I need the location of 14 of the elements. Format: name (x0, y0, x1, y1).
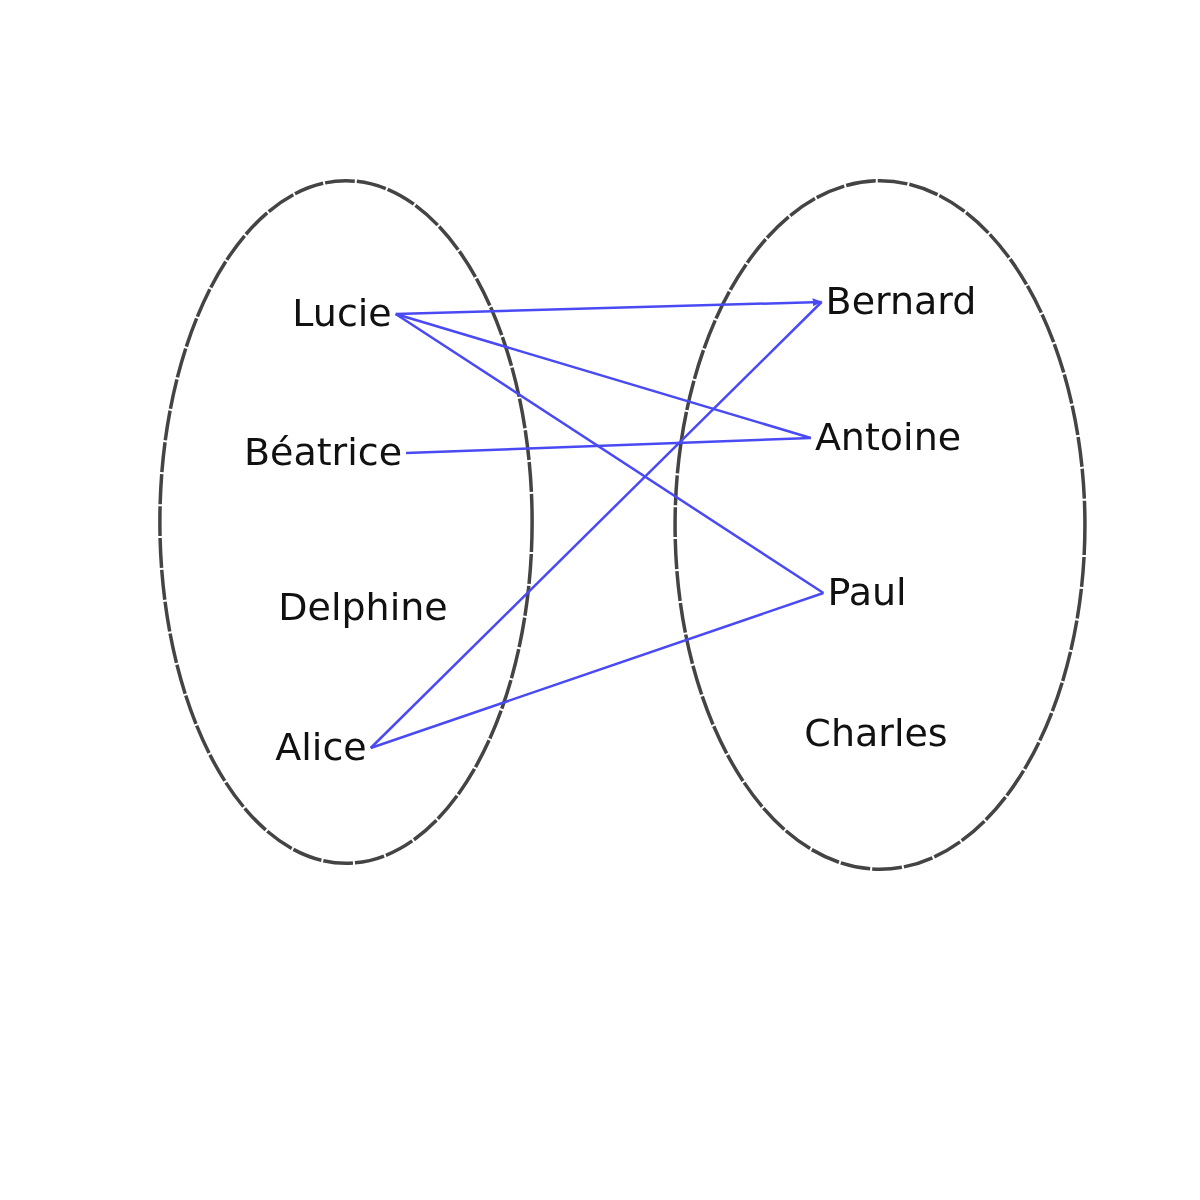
name-label: Lucie (292, 293, 392, 335)
connector-line (395, 312, 812, 440)
connector-line (395, 312, 825, 595)
arrow (395, 298, 823, 316)
name-label: Delphine (278, 587, 448, 629)
connector-line (406, 436, 811, 455)
name-label: Béatrice (243, 432, 403, 474)
name-label: Alice (275, 727, 367, 769)
name-label: Paul (827, 572, 907, 614)
name-label: Charles (804, 713, 948, 755)
name-label: Antoine (814, 417, 962, 459)
name-label: Bernard (825, 281, 977, 323)
connector-line (369, 301, 823, 749)
connector-line (370, 591, 824, 750)
